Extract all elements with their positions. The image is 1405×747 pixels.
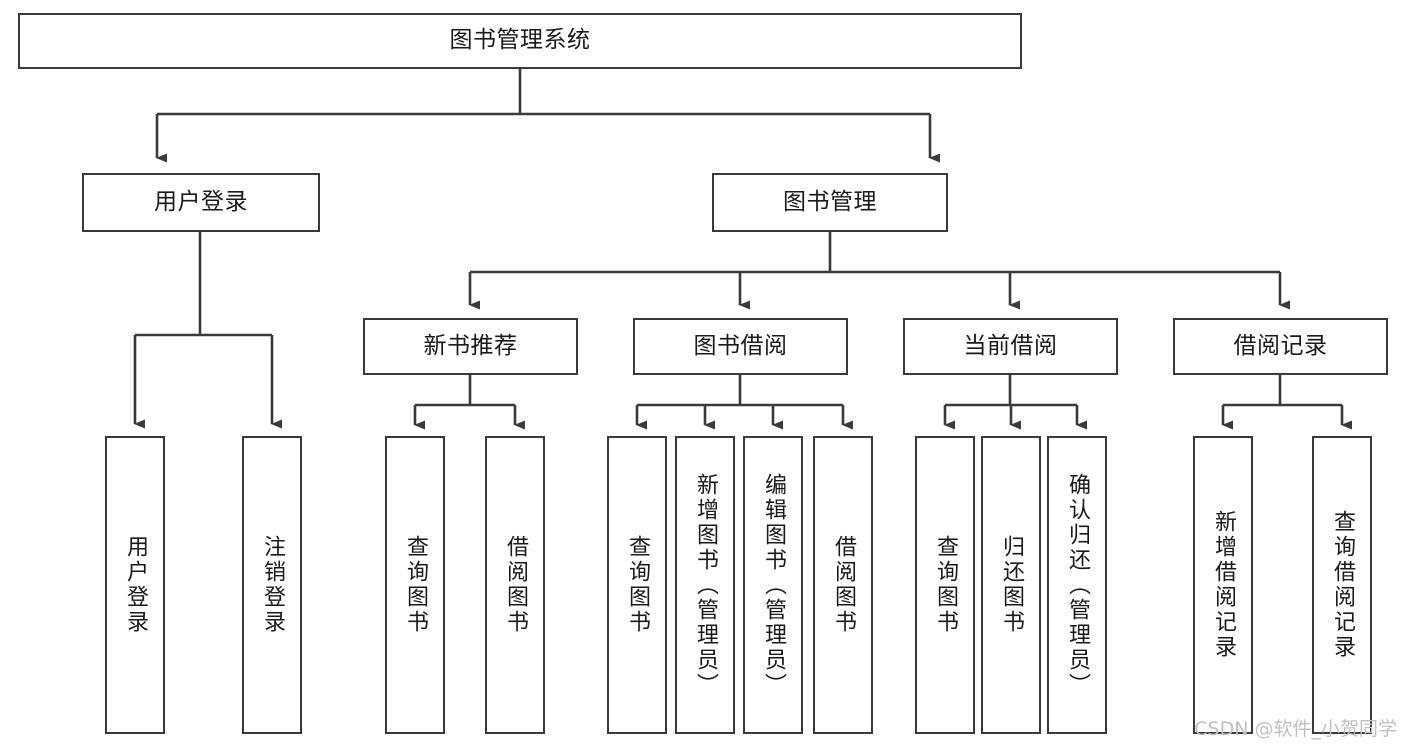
node-book-management-system[interactable]: 图书管理系统 — [18, 13, 1022, 69]
node-leaf-query-books-borrow[interactable]: 查询图书 — [607, 436, 667, 734]
node-borrowing-record[interactable]: 借阅记录 — [1173, 318, 1388, 375]
node-label: 查询图书 — [933, 535, 958, 635]
node-leaf-borrow-books[interactable]: 借阅图书 — [813, 436, 873, 734]
node-label: 归还图书 — [999, 535, 1024, 635]
node-leaf-query-books-current[interactable]: 查询图书 — [915, 436, 975, 734]
node-label: 用户登录 — [154, 188, 248, 215]
node-new-book-recommendation[interactable]: 新书推荐 — [363, 318, 578, 375]
csdn-watermark: CSDN @软件_小贺同学 — [1194, 718, 1397, 740]
node-book-management[interactable]: 图书管理 — [712, 173, 948, 232]
node-label: 图书借阅 — [693, 332, 788, 359]
node-label: 查询图书 — [625, 535, 650, 635]
node-leaf-borrow-books-newbook[interactable]: 借阅图书 — [485, 436, 545, 734]
node-leaf-add-borrow-record[interactable]: 新增借阅记录 — [1193, 436, 1253, 734]
node-label: 图书管理 — [783, 188, 877, 215]
node-label: 确认归还（管理员） — [1065, 472, 1090, 698]
node-label: 新书推荐 — [423, 332, 518, 359]
node-leaf-logout[interactable]: 注销登录 — [242, 436, 302, 734]
node-label: 借阅图书 — [831, 535, 856, 635]
node-leaf-return-books[interactable]: 归还图书 — [981, 436, 1041, 734]
node-label: 查询借阅记录 — [1330, 510, 1355, 660]
node-label: 图书管理系统 — [449, 27, 591, 54]
node-leaf-query-books-newbook[interactable]: 查询图书 — [385, 436, 445, 734]
node-label: 当前借阅 — [963, 332, 1058, 359]
node-label: 借阅记录 — [1233, 332, 1328, 359]
node-leaf-user-login[interactable]: 用户登录 — [105, 436, 165, 734]
node-label: 查询图书 — [403, 535, 428, 635]
node-user-login[interactable]: 用户登录 — [82, 173, 320, 232]
node-label: 新增借阅记录 — [1211, 510, 1236, 660]
node-leaf-edit-book-admin[interactable]: 编辑图书（管理员） — [743, 436, 803, 734]
node-leaf-add-book-admin[interactable]: 新增图书（管理员） — [675, 436, 735, 734]
node-label: 新增图书（管理员） — [693, 472, 718, 698]
node-label: 用户登录 — [123, 535, 148, 635]
node-current-borrowing[interactable]: 当前借阅 — [903, 318, 1118, 375]
node-book-borrowing[interactable]: 图书借阅 — [633, 318, 848, 375]
node-label: 注销登录 — [260, 535, 285, 635]
node-label: 借阅图书 — [503, 535, 528, 635]
node-leaf-confirm-return-admin[interactable]: 确认归还（管理员） — [1047, 436, 1107, 734]
node-label: 编辑图书（管理员） — [761, 472, 786, 698]
node-leaf-query-borrow-record[interactable]: 查询借阅记录 — [1312, 436, 1372, 734]
